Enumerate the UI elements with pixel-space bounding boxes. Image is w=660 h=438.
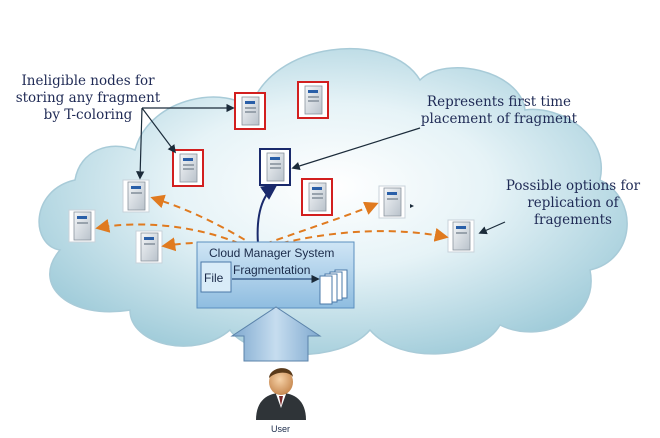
cms-title: Cloud Manager System (209, 246, 335, 260)
replication-callout-arrow (410, 204, 506, 235)
server-node-ineligible-3 (172, 149, 204, 187)
ineligible-nodes-label: Ineligible nodes for storing any fragmen… (15, 73, 161, 123)
first-placement-arrow (256, 184, 278, 245)
server-node-ineligible-2 (297, 81, 329, 119)
ineligible-callout-arrows (135, 103, 235, 180)
server-node-first-placement (259, 148, 291, 186)
server-node-2 (68, 209, 96, 243)
replication-arrows (95, 194, 449, 252)
cloud-shape (38, 48, 628, 356)
user-label: User (271, 424, 291, 434)
replication-options-label: Possible options for replication of frag… (505, 178, 641, 228)
server-node-ineligible-1 (234, 92, 266, 130)
first-placement-label: Represents first time placement of fragm… (420, 94, 578, 127)
server-node-3 (135, 230, 163, 264)
upload-arrow (230, 306, 322, 362)
cloud-manager-system-box (196, 241, 355, 309)
fragmentation-label: Fragmentation (233, 263, 311, 277)
server-node-ineligible-4 (301, 178, 333, 216)
server-node-1 (122, 179, 150, 213)
file-label: File (204, 271, 224, 285)
server-node-5 (447, 219, 475, 253)
user-avatar (256, 368, 306, 420)
server-node-4 (378, 185, 406, 219)
first-placement-callout-arrow (291, 127, 421, 170)
